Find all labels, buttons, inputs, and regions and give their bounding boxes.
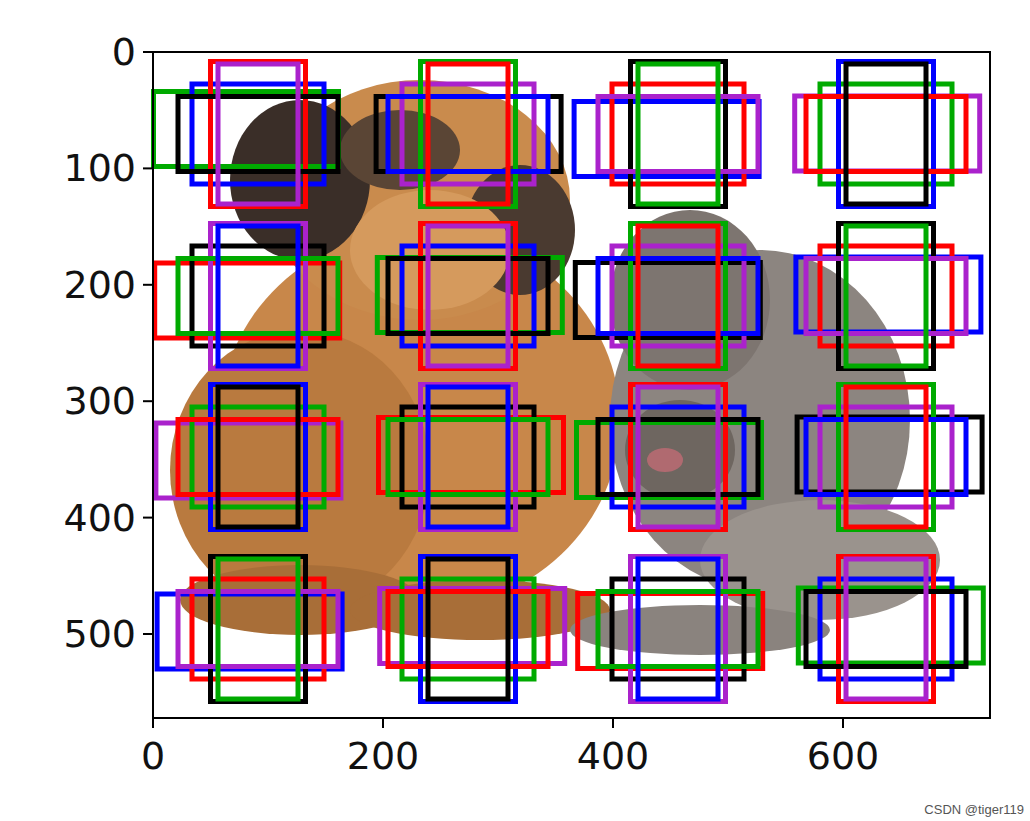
y-tick-label: 0	[112, 33, 136, 71]
anchor-box	[806, 259, 966, 334]
anchor-box	[846, 559, 926, 699]
anchor-box	[806, 592, 966, 667]
anchor-box	[421, 62, 516, 207]
anchor-box	[388, 420, 548, 495]
anchor-box	[178, 592, 338, 667]
y-tick-label: 300	[63, 382, 136, 420]
anchor-box	[218, 559, 298, 699]
y-tick-label: 500	[63, 615, 136, 653]
watermark: CSDN @tiger119	[924, 803, 1024, 816]
anchor-box	[421, 224, 516, 369]
anchor-box	[575, 263, 760, 338]
anchor-box	[421, 385, 516, 530]
anchor-box	[211, 557, 306, 702]
anchor-box	[218, 387, 298, 527]
y-tick-label: 400	[63, 499, 136, 537]
anchor-box	[388, 592, 548, 667]
anchor-box	[638, 64, 718, 204]
anchor-box	[428, 387, 508, 527]
y-tick-label: 100	[63, 149, 136, 187]
axes	[143, 52, 990, 728]
anchor-box	[178, 420, 338, 495]
anchor-box	[154, 92, 339, 167]
anchor-box	[638, 559, 718, 699]
y-tick-label: 200	[63, 266, 136, 304]
anchor-box	[839, 557, 934, 702]
anchor-box	[380, 589, 565, 664]
anchor-box	[178, 97, 338, 172]
anchor-box	[157, 594, 342, 669]
anchor-box	[598, 259, 758, 334]
anchor-box	[839, 62, 934, 207]
anchor-box	[211, 62, 306, 207]
anchor-box	[839, 385, 934, 530]
x-tick-label: 600	[807, 737, 880, 775]
anchor-box	[598, 97, 758, 172]
anchor-box	[846, 387, 926, 527]
x-tick-label: 400	[577, 737, 650, 775]
photo	[153, 52, 990, 718]
anchor-box	[638, 226, 718, 366]
x-tick-label: 0	[141, 737, 165, 775]
anchor-box	[178, 259, 338, 334]
anchor-box	[846, 64, 926, 204]
anchor-box	[839, 224, 934, 369]
anchor-box	[631, 62, 726, 207]
anchor-box	[638, 387, 718, 527]
anchor-box	[846, 226, 926, 366]
anchor-boxes	[154, 62, 984, 702]
anchor-box	[421, 557, 516, 702]
anchor-box	[574, 102, 759, 177]
anchor-box	[598, 592, 758, 667]
anchor-box	[806, 420, 966, 495]
anchor-box	[631, 557, 726, 702]
anchor-box	[598, 420, 758, 495]
anchor-box	[798, 588, 983, 663]
anchor-box	[218, 226, 298, 366]
anchor-box	[388, 97, 548, 172]
anchor-box	[218, 64, 298, 204]
anchor-box	[155, 263, 340, 338]
anchor-box	[631, 385, 726, 530]
anchor-box	[211, 224, 306, 369]
anchor-box	[428, 559, 508, 699]
anchor-box	[388, 259, 548, 334]
anchor-box	[156, 423, 341, 498]
anchor-box	[806, 97, 966, 172]
anchor-box	[211, 385, 306, 530]
anchor-box	[428, 64, 508, 204]
anchor-box	[577, 423, 762, 498]
anchor-box	[428, 226, 508, 366]
anchor-box	[631, 224, 726, 369]
x-tick-label: 200	[347, 737, 420, 775]
anchor-box	[578, 594, 763, 669]
